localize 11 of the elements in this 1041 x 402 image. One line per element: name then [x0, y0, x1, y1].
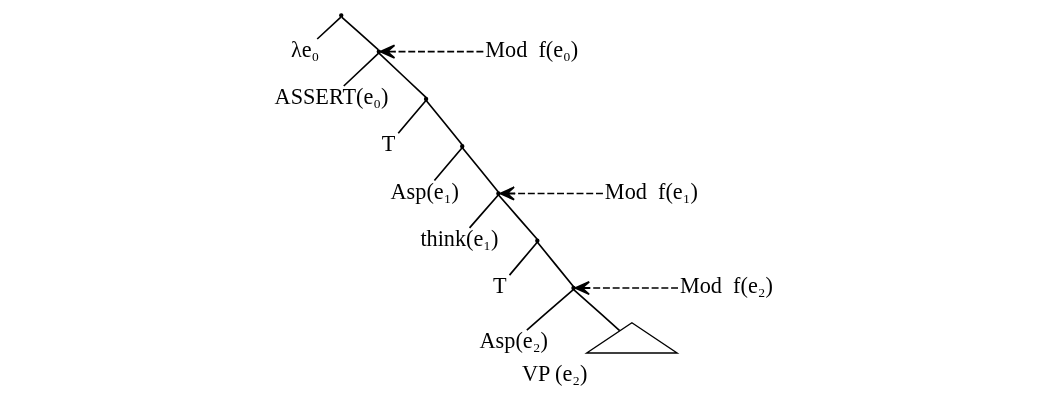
node-text: think(e₁) [419, 226, 499, 252]
node-text: ASSERT(e₀) [274, 84, 388, 110]
node-label: VP (e₂) [521, 360, 588, 386]
node-text: Mod f(e₀) [484, 36, 578, 62]
node-text: T [492, 273, 507, 299]
node-text: λe₀ [290, 36, 319, 62]
node-text: Asp(e₁) [390, 178, 459, 204]
node-text: Mod f(e₂) [679, 273, 773, 299]
node-text: Asp(e₂) [479, 328, 548, 354]
node-text: T [381, 131, 395, 157]
node-text: Mod f(e₁) [604, 178, 698, 204]
